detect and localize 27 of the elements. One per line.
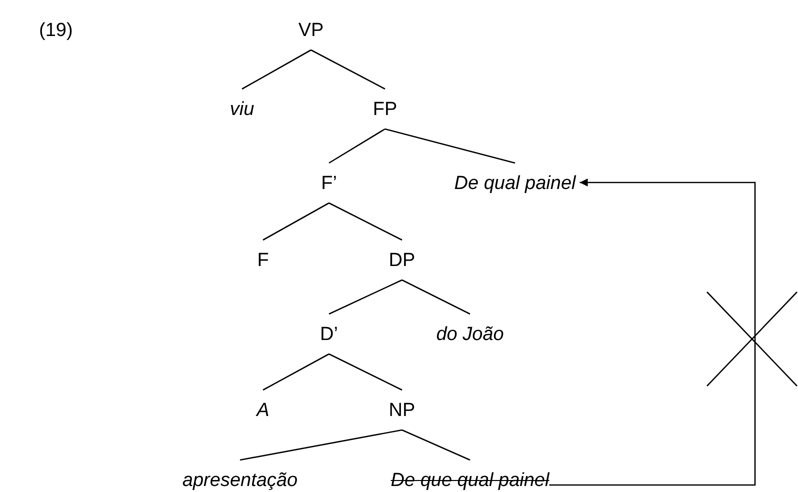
word-label: De que qual painel	[388, 460, 552, 491]
tree-branch	[262, 202, 330, 241]
category-label: DP	[386, 240, 418, 280]
tree-branch	[240, 429, 402, 461]
category-label: FP	[370, 89, 400, 129]
tree-branch	[328, 353, 402, 391]
tree-branch	[328, 128, 386, 164]
word-label: viu	[228, 89, 256, 120]
category-label: F	[255, 240, 271, 271]
category-label: F’	[319, 163, 339, 203]
tree-branch	[402, 429, 470, 461]
tree-branch	[310, 49, 386, 90]
tree-branch	[328, 202, 402, 241]
word-label: De qual painel	[452, 163, 578, 194]
category-label: VP	[296, 10, 326, 50]
tree-branch	[242, 49, 312, 90]
tree-branch	[384, 128, 516, 164]
word-label: apresentação	[180, 460, 300, 491]
movement-arrow	[549, 178, 756, 486]
tree-branch	[262, 353, 330, 391]
example-number: (19)	[39, 20, 73, 41]
category-label: D’	[318, 314, 340, 354]
word-label: do João	[434, 314, 506, 345]
tree-branch	[328, 279, 402, 315]
tree-branch	[402, 279, 470, 315]
word-label: A	[254, 390, 272, 421]
category-label: NP	[386, 390, 418, 430]
